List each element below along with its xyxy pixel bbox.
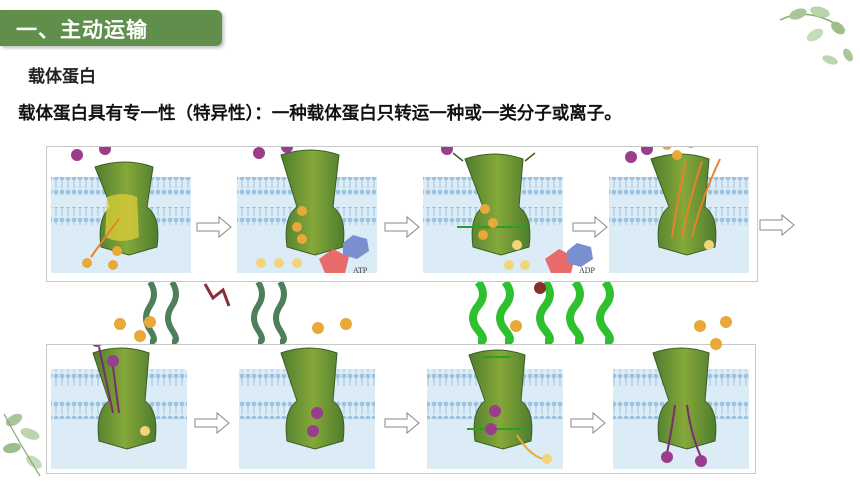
diagram-row-sodium-pump: ATP ADP bbox=[46, 146, 758, 282]
stage-3: ADP bbox=[423, 147, 596, 275]
arrow-icon bbox=[384, 215, 420, 239]
potassium-pump-stages bbox=[51, 345, 749, 469]
svg-text:ATP: ATP bbox=[353, 266, 368, 275]
stage-8 bbox=[613, 347, 749, 469]
leaf-decoration-bottom-left bbox=[3, 413, 42, 477]
arrow-icon bbox=[194, 411, 230, 435]
section-title-banner: 一、主动运输 bbox=[0, 10, 222, 46]
atp-molecule: ATP bbox=[256, 235, 369, 275]
diagram-row-potassium-pump bbox=[46, 344, 756, 474]
section-title: 一、主动运输 bbox=[16, 18, 148, 42]
arrow-icon bbox=[759, 214, 795, 237]
stage-6 bbox=[239, 347, 375, 469]
stage-4 bbox=[609, 147, 749, 273]
stage-5 bbox=[51, 345, 187, 469]
stage-2: ATP bbox=[237, 147, 377, 275]
leaf-decoration-top-right bbox=[779, 6, 853, 65]
arrow-icon bbox=[384, 411, 420, 435]
subtitle: 载体蛋白 bbox=[28, 67, 96, 87]
arrow-icon bbox=[572, 215, 608, 239]
svg-text:ADP: ADP bbox=[579, 266, 596, 275]
stage-7 bbox=[427, 349, 563, 469]
arrow-icon bbox=[570, 411, 606, 435]
stage-1 bbox=[51, 147, 191, 273]
arrow-icon bbox=[196, 215, 232, 239]
sodium-pump-stages: ATP ADP bbox=[51, 147, 749, 275]
body-text: 载体蛋白具有专一性（特异性）：一种载体蛋白只转运一种或一类分子或离子。 bbox=[18, 104, 622, 124]
